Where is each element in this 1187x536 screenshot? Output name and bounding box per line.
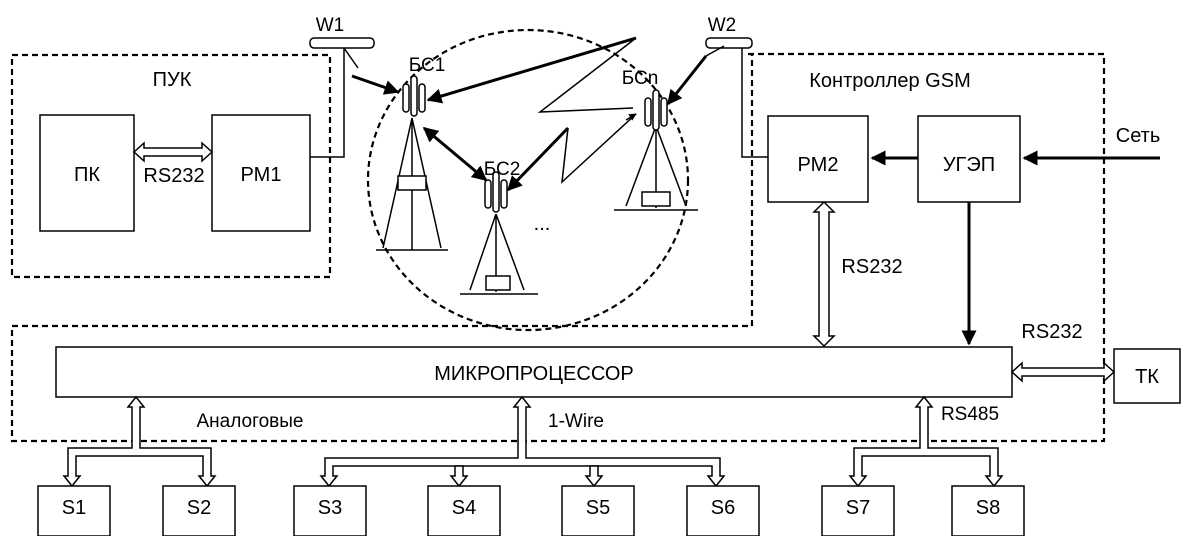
bsn-label: БСn xyxy=(622,68,659,89)
bs1-w2-link-a xyxy=(426,36,637,104)
sensor-s8-box xyxy=(951,485,1025,536)
w1-mast-tip xyxy=(343,47,359,69)
puk-label: ПУК xyxy=(153,69,192,91)
rm2-w2-feed xyxy=(741,48,768,158)
sensor-layer: S1 S2 S3 S4 S5 S6 S7 S8 xyxy=(37,485,1025,536)
sensor-s7-label: S7 xyxy=(846,497,870,519)
rs485-bus xyxy=(848,395,1004,488)
sensor-s5-label: S5 xyxy=(586,497,610,519)
sensor-s8-label: S8 xyxy=(976,497,1000,519)
sensor-s2-label: S2 xyxy=(187,497,211,519)
w2-zigzag xyxy=(705,45,725,57)
sensor-s6-box xyxy=(686,485,760,536)
w1-bs1-link xyxy=(351,74,400,95)
pk-label: ПК xyxy=(74,164,100,186)
ugep-block xyxy=(917,115,1021,203)
rm1-block xyxy=(211,114,311,232)
rm2-mcu-link-label: RS232 xyxy=(841,256,902,278)
sensor-s1-box xyxy=(37,485,111,536)
bs1-tower xyxy=(376,75,448,251)
tk-block xyxy=(1113,348,1181,404)
bs2-bsn-link-b xyxy=(561,113,637,184)
rm2-block xyxy=(767,115,869,203)
bs1-w2-link-b xyxy=(537,37,637,113)
mains-label: Сеть xyxy=(1116,125,1160,147)
w1-antenna xyxy=(309,37,375,49)
onewire-bus xyxy=(319,395,726,488)
rm2-mcu-link-arrow xyxy=(812,200,836,348)
sensor-s6-label: S6 xyxy=(711,497,735,519)
mcu-tk-link-label: RS232 xyxy=(1021,321,1082,343)
analog-bus xyxy=(62,395,217,488)
mcu-label: МИКРОПРОЦЕССОР xyxy=(434,363,633,385)
bs2-label: БС2 xyxy=(484,159,521,180)
pk-rm1-link-label: RS232 xyxy=(143,165,204,187)
pk-rm1-link-arrow xyxy=(132,141,214,163)
mcu-tk-link-arrow xyxy=(1010,361,1116,383)
controller-boundary xyxy=(10,52,1106,443)
bsn-tower xyxy=(614,89,698,211)
rm2-label: РМ2 xyxy=(798,154,839,176)
controller-label: Контроллер GSM xyxy=(809,70,970,92)
bs1-bs2-link xyxy=(422,126,488,182)
sensor-s3-box xyxy=(293,485,367,536)
bs1-label: БС1 xyxy=(409,55,446,76)
ugep-label: УГЭП xyxy=(943,154,995,176)
mcu-block xyxy=(55,346,1013,398)
gsm-network-cloud xyxy=(366,28,690,332)
w2-antenna xyxy=(705,37,753,49)
tk-label: ТК xyxy=(1135,366,1159,388)
bs2-tower xyxy=(460,171,538,295)
w2-bsn-link xyxy=(666,55,708,106)
bsn-arrowhead xyxy=(625,113,637,121)
rm1-label: РМ1 xyxy=(241,164,282,186)
sensor-s2-box xyxy=(162,485,236,536)
sensor-s5-box xyxy=(561,485,635,536)
sensor-s4-box xyxy=(427,485,501,536)
pk-block xyxy=(39,114,135,232)
w1-label: W1 xyxy=(316,15,345,36)
sensor-s4-label: S4 xyxy=(452,497,476,519)
sensor-s3-label: S3 xyxy=(318,497,342,519)
rs485-bus-label: RS485 xyxy=(941,404,999,425)
sensor-s7-box xyxy=(821,485,895,536)
w2-label: W2 xyxy=(708,15,737,36)
onewire-bus-label: 1-Wire xyxy=(548,411,604,432)
analog-bus-label: Аналоговые xyxy=(197,411,304,432)
bs2-bsn-link-a xyxy=(506,126,570,192)
sensor-s1-label: S1 xyxy=(62,497,86,519)
rm1-w1-feed xyxy=(310,48,345,158)
network-ellipsis: ... xyxy=(534,213,551,235)
